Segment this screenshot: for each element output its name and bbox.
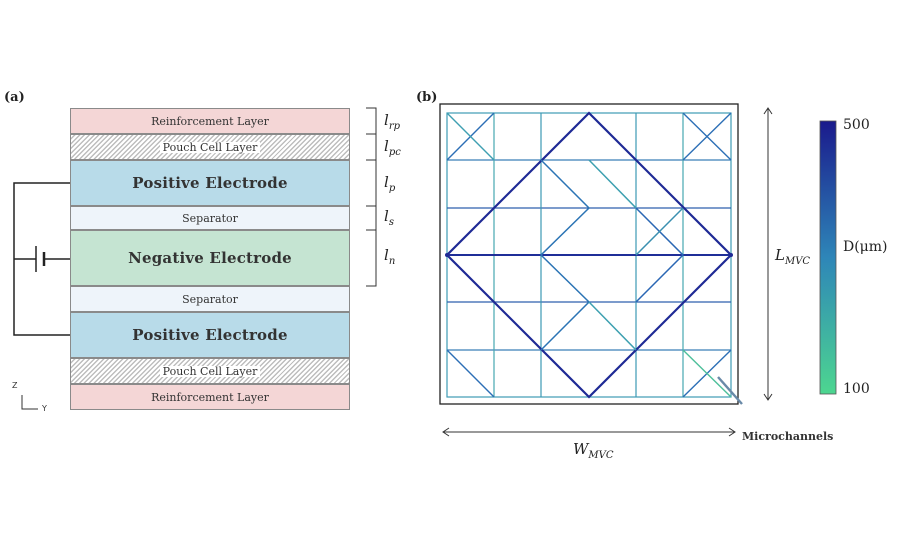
- positive-electrode-bottom: Positive Electrode: [70, 312, 350, 358]
- inner-channels: [539, 159, 685, 351]
- separator-bottom: Separator: [70, 286, 350, 312]
- height-label: LMVC: [775, 246, 811, 267]
- callout-leader: [717, 376, 743, 405]
- separator-top-label: Separator: [182, 211, 238, 225]
- axis-y-label: Y: [42, 404, 47, 413]
- negative-electrode-label: Negative Electrode: [128, 248, 292, 267]
- colorbar-title: D(μm): [843, 239, 888, 255]
- corner-channels: [446, 112, 732, 398]
- reinforcement-layer-bottom: Reinforcement Layer: [70, 384, 350, 410]
- separator-bottom-label: Separator: [182, 292, 238, 306]
- colorbar: [819, 120, 837, 395]
- height-dimension: [763, 107, 773, 401]
- domain-outline: [439, 103, 739, 405]
- positive-electrode-top-label: Positive Electrode: [132, 173, 288, 192]
- reinforcement-layer-top-label: Reinforcement Layer: [151, 114, 269, 128]
- dim-l-s: ls: [384, 207, 394, 228]
- dim-l-n: ln: [384, 246, 396, 267]
- width-label: WMVC: [573, 440, 614, 461]
- separator-top: Separator: [70, 206, 350, 230]
- axis-z-label: Z: [12, 381, 18, 390]
- negative-electrode: Negative Electrode: [70, 230, 350, 286]
- panel-a-label: (a): [4, 90, 25, 105]
- axis-indicator: [21, 395, 38, 410]
- pouch-cell-layer-bottom-label: Pouch Cell Layer: [159, 365, 261, 377]
- panel-b-label: (b): [416, 90, 438, 105]
- reinforcement-layer-top: Reinforcement Layer: [70, 108, 350, 134]
- colorbar-max: 500: [843, 117, 870, 133]
- dim-l-p: lp: [384, 173, 396, 194]
- positive-electrode-top: Positive Electrode: [70, 160, 350, 206]
- reinforcement-layer-bottom-label: Reinforcement Layer: [151, 390, 269, 404]
- positive-electrode-bottom-label: Positive Electrode: [132, 325, 288, 344]
- dim-l-rp: lrp: [384, 111, 400, 132]
- dim-l-pc: lpc: [384, 137, 401, 158]
- dimension-brackets: [366, 107, 377, 287]
- colorbar-min: 100: [843, 381, 870, 397]
- microchannels-callout: Microchannels: [742, 430, 834, 443]
- pouch-cell-layer-top-label: Pouch Cell Layer: [159, 141, 261, 153]
- pouch-cell-layer-top: Pouch Cell Layer: [70, 134, 350, 160]
- pouch-cell-layer-bottom: Pouch Cell Layer: [70, 358, 350, 384]
- width-dimension: [442, 427, 736, 437]
